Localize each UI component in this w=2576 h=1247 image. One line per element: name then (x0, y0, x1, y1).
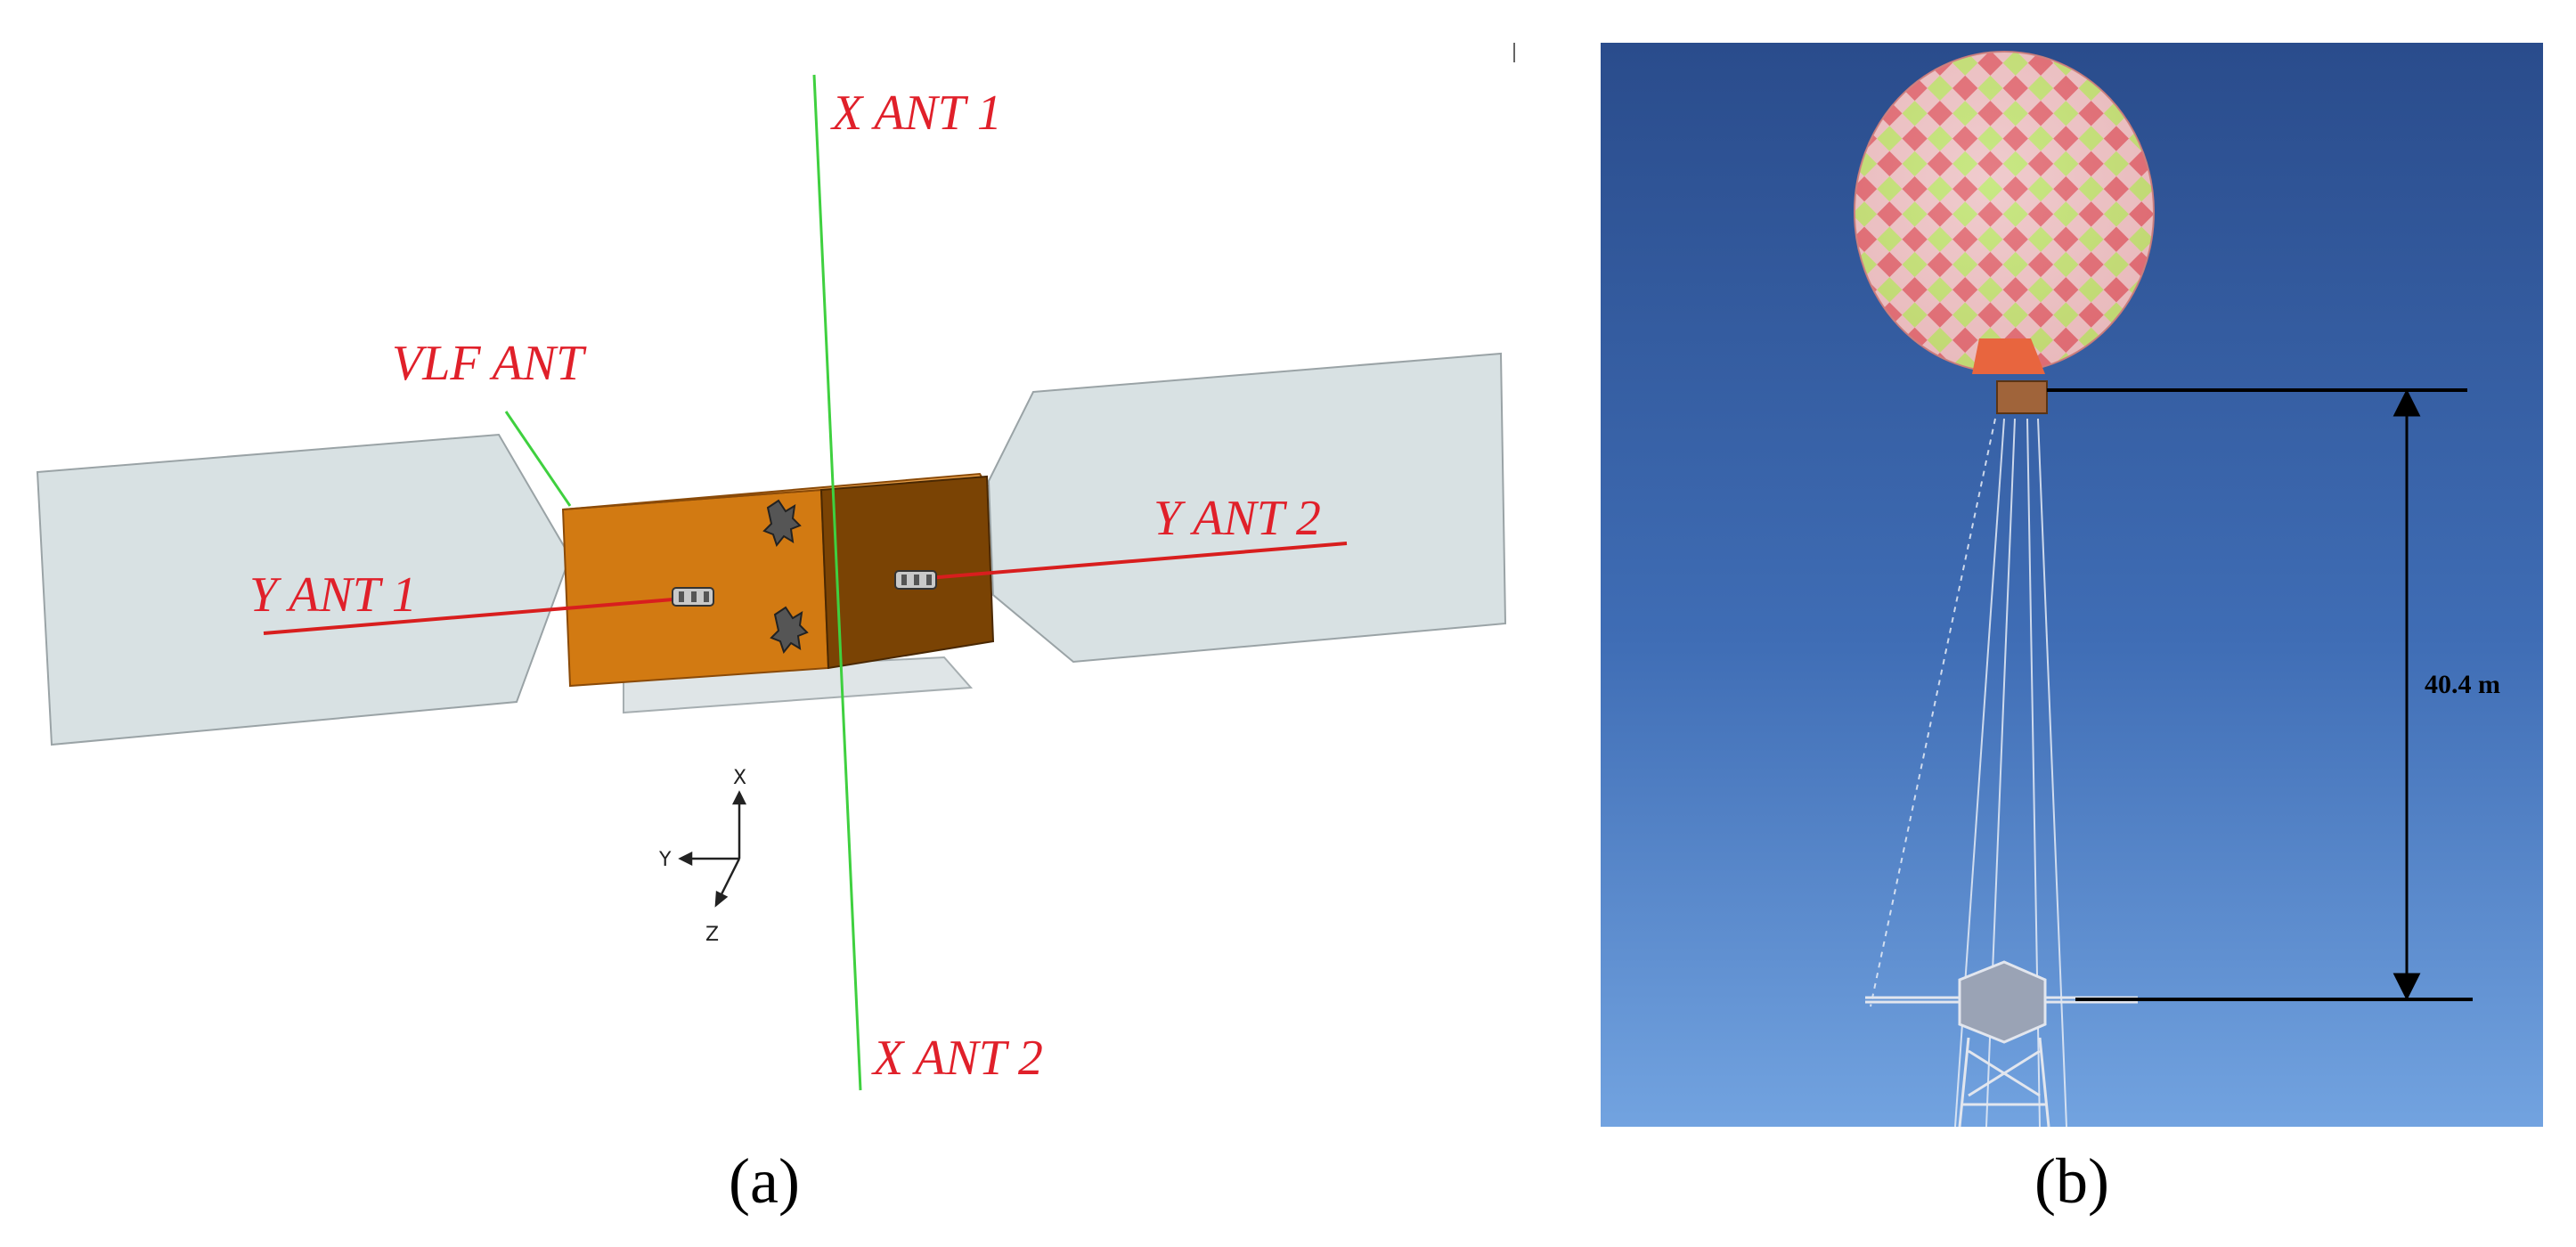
connector-icon (672, 587, 714, 607)
y-antenna-2 (917, 542, 1348, 581)
caption-a: (a) (729, 1145, 800, 1217)
y-antenna-1 (263, 596, 696, 635)
x-ant-2-label: X ANT 2 (871, 1031, 1043, 1086)
x-ant-1-label: X ANT 1 (830, 86, 1002, 141)
caption-b: (b) (2034, 1145, 2109, 1217)
right-solar-panel (987, 352, 1507, 664)
tower (1865, 960, 2138, 1128)
connector-icon (762, 499, 802, 548)
panel-a: X ANT 1 X ANT 2 Y ANT 1 Y ANT 2 VLF ANT … (36, 43, 1515, 1217)
x-antenna (812, 74, 862, 1091)
panel-b: 40.4 m (b) (1601, 43, 2543, 1217)
connector-icon (770, 606, 809, 655)
dimension-arrow (2393, 388, 2421, 1001)
axis-triad (678, 790, 747, 908)
vlf-ant-label: VLF ANT (392, 336, 587, 391)
balloon (1854, 51, 2155, 414)
y-ant-1-label: Y ANT 1 (249, 567, 417, 623)
connector-icon (894, 570, 937, 590)
axis-x-label: X (733, 767, 746, 789)
vlf-antenna (504, 411, 572, 507)
distance-label: 40.4 m (2425, 670, 2500, 699)
y-ant-2-label: Y ANT 2 (1153, 491, 1321, 546)
left-solar-panel (36, 433, 572, 746)
axis-y-label: Y (658, 849, 672, 871)
axis-z-label: Z (705, 924, 719, 946)
